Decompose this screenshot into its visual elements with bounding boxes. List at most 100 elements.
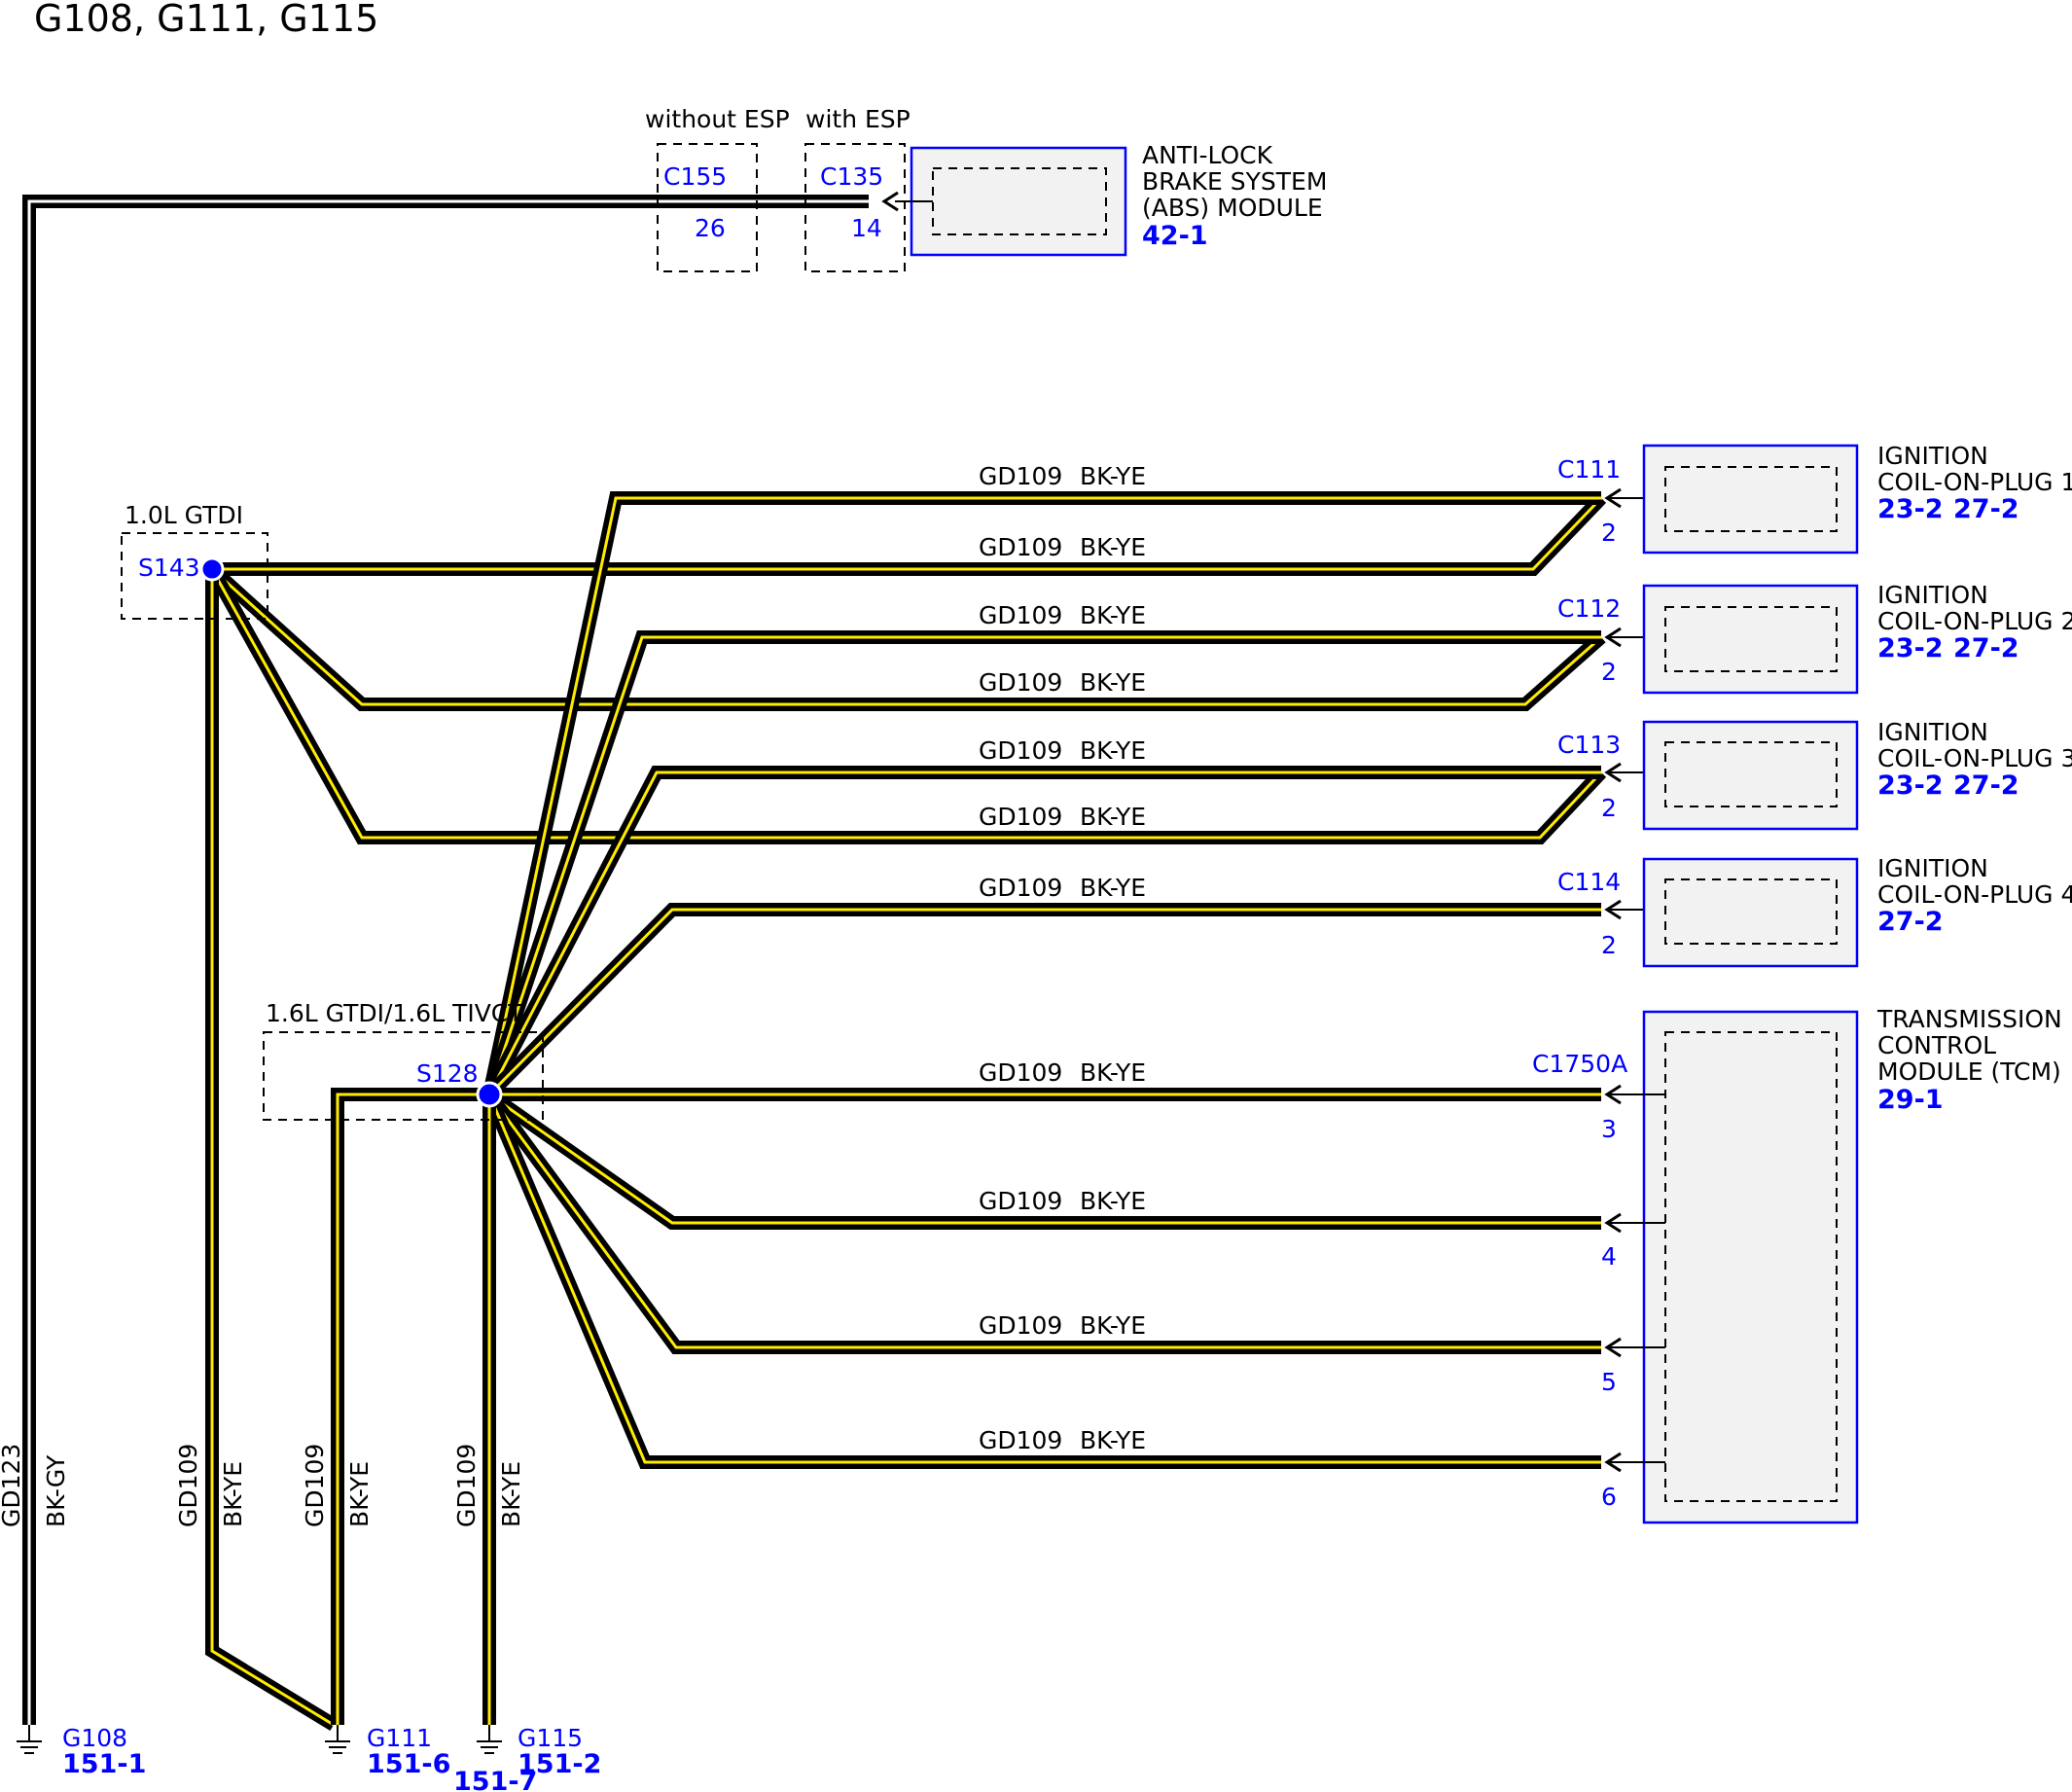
ground-g111: G111 151-6 (325, 1724, 450, 1779)
coil-4-name-l2: COIL-ON-PLUG 4 (1877, 880, 2072, 909)
connector-c113: C113 (1557, 731, 1621, 759)
wire-label-circuit: GD109 (979, 1058, 1062, 1087)
vertical-label-color: BK-YE (497, 1461, 525, 1527)
tcm-pin-5: 5 (1601, 1368, 1617, 1396)
wire-label-color: BK-YE (1080, 803, 1146, 831)
tcm-pin-6: 6 (1601, 1483, 1617, 1511)
ground-g115: G115 151-2 151-7 (453, 1724, 601, 1792)
s128-variant-box (263, 1031, 544, 1121)
wire-label-circuit: GD109 (979, 1311, 1062, 1340)
pin-arrow (1604, 627, 1622, 648)
wire-label-color: BK-YE (1080, 1426, 1146, 1454)
wire-label-color: BK-YE (1080, 736, 1146, 765)
pin-arrow (1604, 1337, 1622, 1358)
horizontal-wire-labels: GD109 BK-YE GD109 BK-YE GD109 BK-YE GD10… (979, 462, 1146, 1454)
connector-c1750a: C1750A (1532, 1050, 1627, 1078)
pin-number: 2 (1601, 794, 1617, 822)
tcm-pin-4: 4 (1601, 1242, 1617, 1271)
tcm-pin-3: 3 (1601, 1115, 1617, 1143)
tcm-name-l2: CONTROL (1877, 1031, 1996, 1059)
connector-c111: C111 (1557, 455, 1621, 484)
wire-label-circuit: GD109 (979, 736, 1062, 765)
wire-label-circuit: GD109 (979, 668, 1062, 697)
coil-2-name-l2: COIL-ON-PLUG 2 (1877, 607, 2072, 635)
coil-1-ref-1: 23-2 (1877, 494, 1944, 524)
s143-variant-box (121, 532, 268, 620)
coil-2-box (1642, 584, 1859, 695)
coil-4-box (1642, 857, 1859, 968)
vertical-label-circuit: GD109 (452, 1444, 481, 1527)
wire-bundle-s143 (205, 493, 1607, 1731)
abs-module: without ESP with ESP C155 26 C135 14 ANT… (645, 105, 1327, 272)
coil-4-ref-1: 27-2 (1877, 907, 1944, 937)
ground-icon (17, 1725, 42, 1754)
wire-label-color: BK-YE (1080, 1058, 1146, 1087)
s143-dot (199, 556, 225, 582)
variant-without-esp: without ESP (645, 105, 790, 133)
coil-1-box (1642, 444, 1859, 555)
ignition-coil-3: C113 2 IGNITION COIL-ON-PLUG 3 23-2 27-2 (1557, 718, 2072, 831)
coil-2-name-l1: IGNITION (1877, 581, 1988, 609)
tcm-inner (1664, 1031, 1838, 1502)
coil-4-name-l1: IGNITION (1877, 854, 1988, 882)
vertical-label-color: BK-YE (345, 1461, 374, 1527)
coil-1-ref-2: 27-2 (1953, 494, 2019, 524)
pin-number: 2 (1601, 931, 1617, 959)
coil-1-inner (1664, 466, 1838, 532)
ground-g115-ref-below: 151-7 (453, 1767, 537, 1792)
wire-bundle-s128 (331, 491, 1601, 1725)
coil-2-ref-2: 27-2 (1953, 633, 2019, 663)
coil-1-name-l1: IGNITION (1877, 442, 1988, 470)
vertical-label-circuit: GD109 (174, 1444, 202, 1527)
wire-label-circuit: GD109 (979, 1187, 1062, 1215)
vertical-label-color: BK-GY (42, 1454, 70, 1527)
pin-c155: 26 (695, 214, 726, 242)
abs-name-l3: (ABS) MODULE (1142, 194, 1323, 222)
ignition-coil-4: C114 2 IGNITION COIL-ON-PLUG 4 27-2 (1557, 854, 2072, 968)
ignition-coil-1: C111 2 IGNITION COIL-ON-PLUG 1 23-2 27-2 (1557, 442, 2072, 555)
coil-3-ref-1: 23-2 (1877, 771, 1944, 801)
coil-3-inner (1664, 741, 1838, 807)
wire-label-color: BK-YE (1080, 601, 1146, 629)
coil-2-inner (1664, 606, 1838, 672)
tcm-ref: 29-1 (1877, 1085, 1944, 1115)
pin-number: 2 (1601, 519, 1617, 547)
s143-label: S143 (138, 554, 200, 582)
ignition-coil-2: C112 2 IGNITION COIL-ON-PLUG 2 23-2 27-2 (1557, 581, 2072, 695)
pin-number: 2 (1601, 658, 1617, 686)
s143-variant-label: 1.0L GTDI (125, 501, 243, 529)
variant-with-esp: with ESP (805, 105, 911, 133)
pin-arrow (1604, 1084, 1622, 1105)
coil-2-ref-1: 23-2 (1877, 633, 1944, 663)
pin-arrow (1604, 1212, 1622, 1234)
s128-variant-label: 1.6L GTDI/1.6L TIVCT (266, 999, 523, 1027)
abs-ref: 42-1 (1142, 221, 1208, 251)
abs-module-inner (932, 167, 1107, 235)
coil-3-name-l2: COIL-ON-PLUG 3 (1877, 744, 2072, 772)
wire-label-circuit: GD109 (979, 462, 1062, 490)
wire-gd123 (22, 195, 869, 1725)
s128-dot (476, 1081, 503, 1108)
pin-arrow (1604, 899, 1622, 920)
vertical-label-circuit: GD109 (301, 1444, 329, 1527)
tcm-box (1642, 1010, 1859, 1524)
c155-variant-box (657, 143, 758, 272)
wire-label-color: BK-YE (1080, 874, 1146, 902)
ground-g115-label: G115 (518, 1724, 583, 1752)
wire-label-circuit: GD109 (979, 803, 1062, 831)
wire-label-circuit: GD109 (979, 533, 1062, 561)
pin-arrow (1604, 1452, 1622, 1473)
wire-label-color: BK-YE (1080, 1187, 1146, 1215)
pin-arrow (1604, 487, 1622, 509)
ground-g108-ref: 151-1 (62, 1749, 146, 1779)
transmission-control-module: C1750A 3 4 5 6 TRANSMISSION CONTROL MODU… (1532, 1005, 2062, 1524)
pin-arrow (1604, 762, 1622, 783)
abs-module-box (910, 146, 1127, 257)
wire-label-color: BK-YE (1080, 533, 1146, 561)
connector-c155: C155 (663, 162, 727, 191)
wire-label-color: BK-YE (1080, 462, 1146, 490)
abs-pin-arrow (881, 191, 899, 212)
connector-c135: C135 (820, 162, 883, 191)
tcm-name-l1: TRANSMISSION (1876, 1005, 2062, 1033)
